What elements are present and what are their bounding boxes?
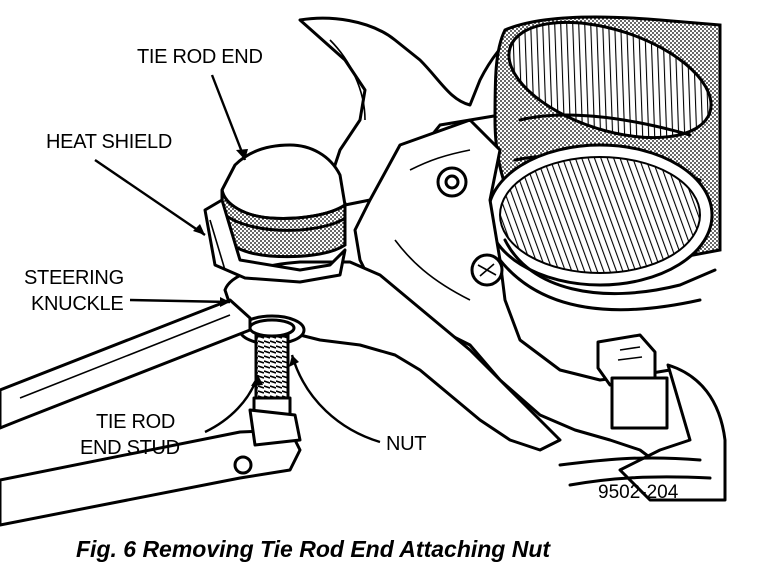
- label-nut: NUT: [386, 433, 426, 455]
- figure-caption: Fig. 6 Removing Tie Rod End Attaching Nu…: [76, 536, 551, 562]
- label-tie-rod-end-stud-line2: END STUD: [80, 437, 180, 459]
- label-tie-rod-end-stud-line1: TIE ROD: [96, 411, 175, 433]
- figure-number: 9502-204: [598, 482, 679, 503]
- label-steering-knuckle-line1: STEERING: [24, 267, 124, 289]
- lower-bolt: [558, 333, 727, 502]
- leader-lines: [94, 74, 381, 444]
- tie-rod-end-boot: [203, 143, 347, 284]
- hub-tone-ring: [486, 143, 717, 312]
- label-heat-shield: HEAT SHIELD: [46, 131, 172, 153]
- label-steering-knuckle-line2: KNUCKLE: [31, 293, 123, 315]
- wrench: [0, 298, 302, 527]
- label-tie-rod-end: TIE ROD END: [137, 46, 263, 68]
